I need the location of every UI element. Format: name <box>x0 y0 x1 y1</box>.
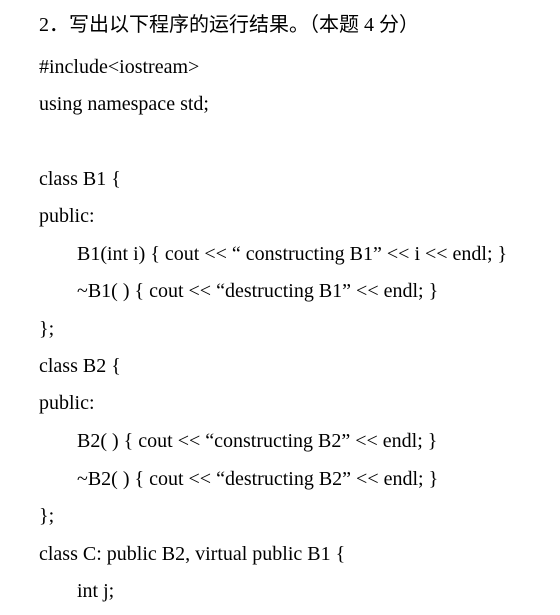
code-line-class-c: class C: public B2, virtual public B1 { <box>39 543 346 565</box>
code-line-public-b1: public: <box>39 205 95 227</box>
code-line-include: #include<iostream> <box>39 56 200 78</box>
code-line-class-b2: class B2 { <box>39 355 121 377</box>
code-line-b1-destructor: ~B1( ) { cout << “destructing B1” << end… <box>77 280 439 302</box>
code-line-b1-end: }; <box>39 318 55 340</box>
code-line-public-b2: public: <box>39 392 95 414</box>
code-line-int-j: int j; <box>77 580 115 602</box>
code-line-b2-end: }; <box>39 505 55 527</box>
code-line-b2-constructor: B2( ) { cout << “constructing B2” << end… <box>77 430 438 452</box>
code-line-b1-constructor: B1(int i) { cout << “ constructing B1” <… <box>77 243 508 265</box>
code-line-namespace: using namespace std; <box>39 93 209 115</box>
question-title: 2．写出以下程序的运行结果。（本题 4 分） <box>39 14 419 36</box>
code-line-b2-destructor: ~B2( ) { cout << “destructing B2” << end… <box>77 468 439 490</box>
code-line-class-b1: class B1 { <box>39 168 121 190</box>
